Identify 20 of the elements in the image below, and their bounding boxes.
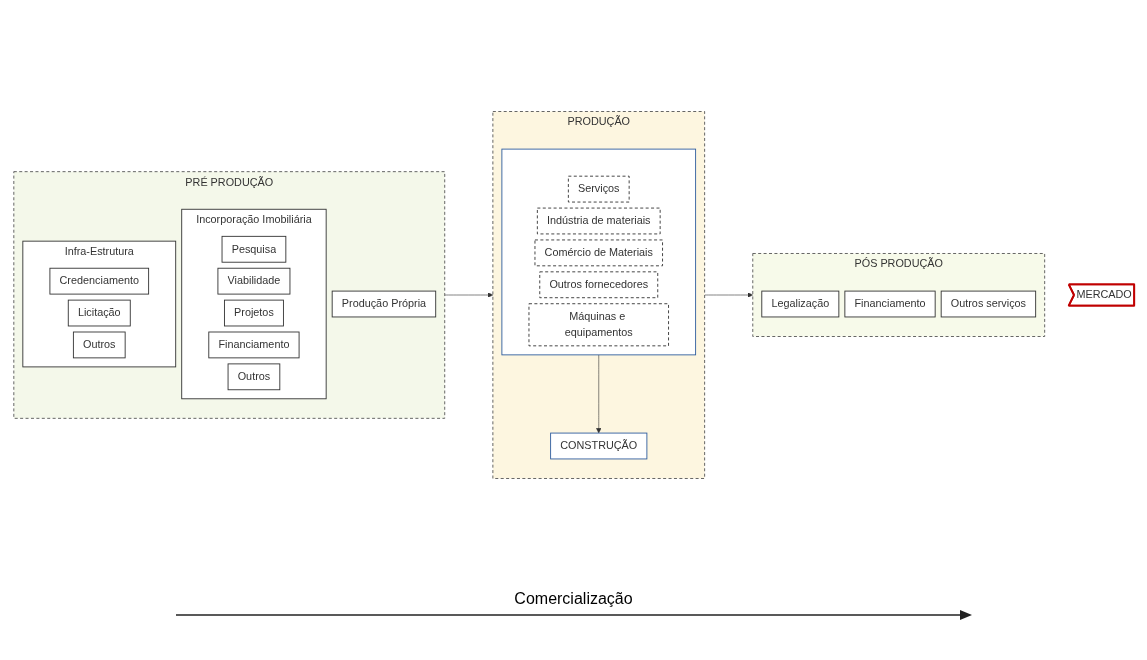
node-box: Projetos: [223, 299, 284, 327]
node-box: Outros fornecedores: [538, 271, 658, 299]
node-box: Legalização: [760, 290, 839, 318]
axis-label: Comercialização: [514, 590, 633, 608]
node-box: Indústria de materiais: [536, 207, 661, 235]
node-box: Viabilidade: [216, 267, 290, 295]
node-box: Comércio de Materiais: [534, 239, 663, 267]
node-box: Credenciamento: [48, 267, 149, 295]
node-box: Financiamento: [207, 331, 300, 359]
node-box: Licitação: [67, 299, 131, 327]
node-box: Produção Própria: [331, 290, 436, 318]
node-box: Máquinas e equipamentos: [528, 303, 669, 347]
node-box: Financiamento: [843, 290, 936, 318]
node-box: Pesquisa: [221, 235, 286, 263]
node-box: Outros: [72, 331, 126, 359]
node-box: Serviços: [567, 175, 630, 203]
node-box: Outros: [227, 363, 280, 391]
cluster: [500, 148, 696, 356]
node-box: Outros serviços: [940, 290, 1036, 318]
node-box: CONSTRUÇÃO: [549, 432, 647, 460]
